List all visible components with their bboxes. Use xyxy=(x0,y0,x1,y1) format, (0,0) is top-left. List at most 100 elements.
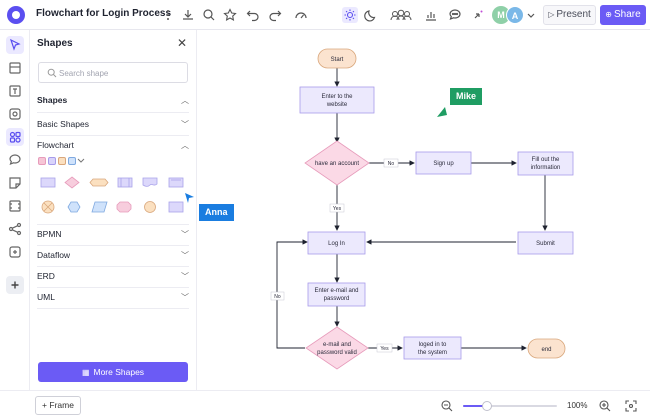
divider xyxy=(37,287,189,288)
document-title[interactable]: Flowchart for Login Process xyxy=(36,8,172,19)
connector-icon[interactable] xyxy=(6,220,24,238)
share-button[interactable]: ⊕Share xyxy=(600,5,646,25)
node-start-label: Start xyxy=(331,57,344,63)
zoom-out-icon[interactable] xyxy=(440,399,454,413)
shape-circle-icon[interactable] xyxy=(6,105,24,123)
frame-layout-icon[interactable] xyxy=(6,59,24,77)
avatar[interactable]: A xyxy=(506,6,524,24)
dark-mode-icon[interactable] xyxy=(363,7,379,23)
section-label: UML xyxy=(37,292,55,302)
chevron-down-icon[interactable] xyxy=(525,7,537,23)
text-icon[interactable] xyxy=(6,82,24,100)
node-start xyxy=(317,48,357,69)
search-icon[interactable] xyxy=(201,7,217,23)
section-dataflow[interactable]: Dataflow ﹀ xyxy=(37,250,189,264)
light-mode-icon[interactable] xyxy=(342,7,358,23)
circle-shape xyxy=(144,201,156,213)
present-button[interactable]: ▷Present xyxy=(543,5,596,25)
mike-cursor-icon xyxy=(437,107,447,117)
collaborators-icon[interactable] xyxy=(389,7,413,23)
section-label: BPMN xyxy=(37,229,62,239)
display-shape xyxy=(168,177,184,188)
document-shape xyxy=(142,177,158,187)
frame-label: Frame xyxy=(49,400,74,410)
search-input[interactable] xyxy=(59,66,183,80)
edge-label-box xyxy=(383,158,399,168)
node-end-label: end xyxy=(541,347,551,353)
data-shape xyxy=(91,201,108,213)
collaborator-cursor-mike: Mike xyxy=(450,88,483,105)
more-vertical-icon[interactable] xyxy=(160,7,176,23)
section-label: Flowchart xyxy=(37,140,74,150)
comment-icon[interactable] xyxy=(447,7,463,23)
diagram-canvas[interactable]: Start Enter to the website have an accou… xyxy=(197,30,650,390)
node-have-account-label: have an account xyxy=(315,161,359,167)
node-log-in xyxy=(307,231,366,255)
node-submit xyxy=(517,231,574,255)
node-sign-up-label: Sign up xyxy=(433,161,454,167)
section-label: Dataflow xyxy=(37,250,71,260)
edge-label-box xyxy=(376,343,393,353)
decision-shape xyxy=(64,176,80,189)
zoom-slider-thumb[interactable] xyxy=(482,401,492,411)
color-chip-blue[interactable] xyxy=(68,157,76,165)
zoom-slider[interactable] xyxy=(463,401,557,411)
section-flowchart[interactable]: Flowchart ︿ xyxy=(37,140,189,154)
hexagon-shape xyxy=(67,201,81,213)
avatar[interactable]: M xyxy=(492,6,510,24)
shapes-library-icon[interactable] xyxy=(6,128,24,146)
node-enter-email-label-2: password xyxy=(324,296,350,302)
color-chip-pink[interactable] xyxy=(38,157,46,165)
flowchart-shapes-grid[interactable] xyxy=(35,170,195,220)
chevron-down-icon: ﹀ xyxy=(181,230,189,239)
plus-icon: + xyxy=(42,400,50,410)
section-basic-shapes[interactable]: Basic Shapes ﹀ xyxy=(37,119,189,133)
play-icon: ▷ xyxy=(548,10,555,19)
node-enter-email-label-1: Enter e-mail and xyxy=(314,288,358,294)
chart-icon[interactable] xyxy=(423,7,439,23)
section-label: ERD xyxy=(37,271,55,281)
embed-icon[interactable] xyxy=(6,243,24,261)
sticky-note-icon[interactable] xyxy=(6,174,24,192)
speed-gauge-icon[interactable] xyxy=(293,7,309,23)
download-icon[interactable] xyxy=(180,7,196,23)
star-icon[interactable] xyxy=(222,7,238,23)
node-fill-info-label-2: information xyxy=(531,165,561,171)
bottom-toolbar: + Frame 100% xyxy=(0,390,650,420)
shape-search[interactable] xyxy=(38,62,188,83)
color-chip-purple[interactable] xyxy=(48,157,56,165)
chevron-down-icon[interactable] xyxy=(76,153,86,167)
redo-icon[interactable] xyxy=(267,7,283,23)
section-shapes[interactable]: Shapes ︿ xyxy=(37,95,189,109)
cursor-sparkle-icon[interactable] xyxy=(470,7,486,23)
more-shapes-label: More Shapes xyxy=(93,367,145,377)
color-chip-orange[interactable] xyxy=(58,157,66,165)
zoom-in-icon[interactable] xyxy=(598,399,612,413)
section-uml[interactable]: UML ﹀ xyxy=(37,292,189,306)
undo-icon[interactable] xyxy=(245,7,261,23)
edge-label-box xyxy=(270,291,285,301)
image-frame-icon[interactable] xyxy=(6,197,24,215)
node-fill-info-label-1: Fill out the xyxy=(532,157,560,163)
section-label: Basic Shapes xyxy=(37,119,89,129)
add-icon[interactable] xyxy=(6,276,24,294)
more-shapes-button[interactable]: ▦More Shapes xyxy=(38,362,188,382)
share-icon: ⊕ xyxy=(605,10,612,19)
node-fill-info xyxy=(517,151,574,176)
close-icon[interactable]: ✕ xyxy=(176,36,188,50)
node-have-account xyxy=(304,140,370,186)
edge-label-yes: Yes xyxy=(333,206,342,212)
add-frame-button[interactable]: + Frame xyxy=(35,396,81,415)
divider xyxy=(37,224,189,225)
fit-screen-icon[interactable] xyxy=(624,399,638,413)
section-erd[interactable]: ERD ﹀ xyxy=(37,271,189,285)
collaborator-cursor-anna: Anna xyxy=(199,204,234,221)
app-logo-icon[interactable] xyxy=(7,6,25,24)
section-bpmn[interactable]: BPMN ﹀ xyxy=(37,229,189,243)
shapes-panel: Shapes ✕ Shapes ︿ Basic Shapes ﹀ Flowcha… xyxy=(30,30,197,390)
top-toolbar: Flowchart for Login Process xyxy=(0,0,650,30)
select-cursor-icon[interactable] xyxy=(6,36,24,54)
chat-icon[interactable] xyxy=(6,151,24,169)
divider xyxy=(37,266,189,267)
